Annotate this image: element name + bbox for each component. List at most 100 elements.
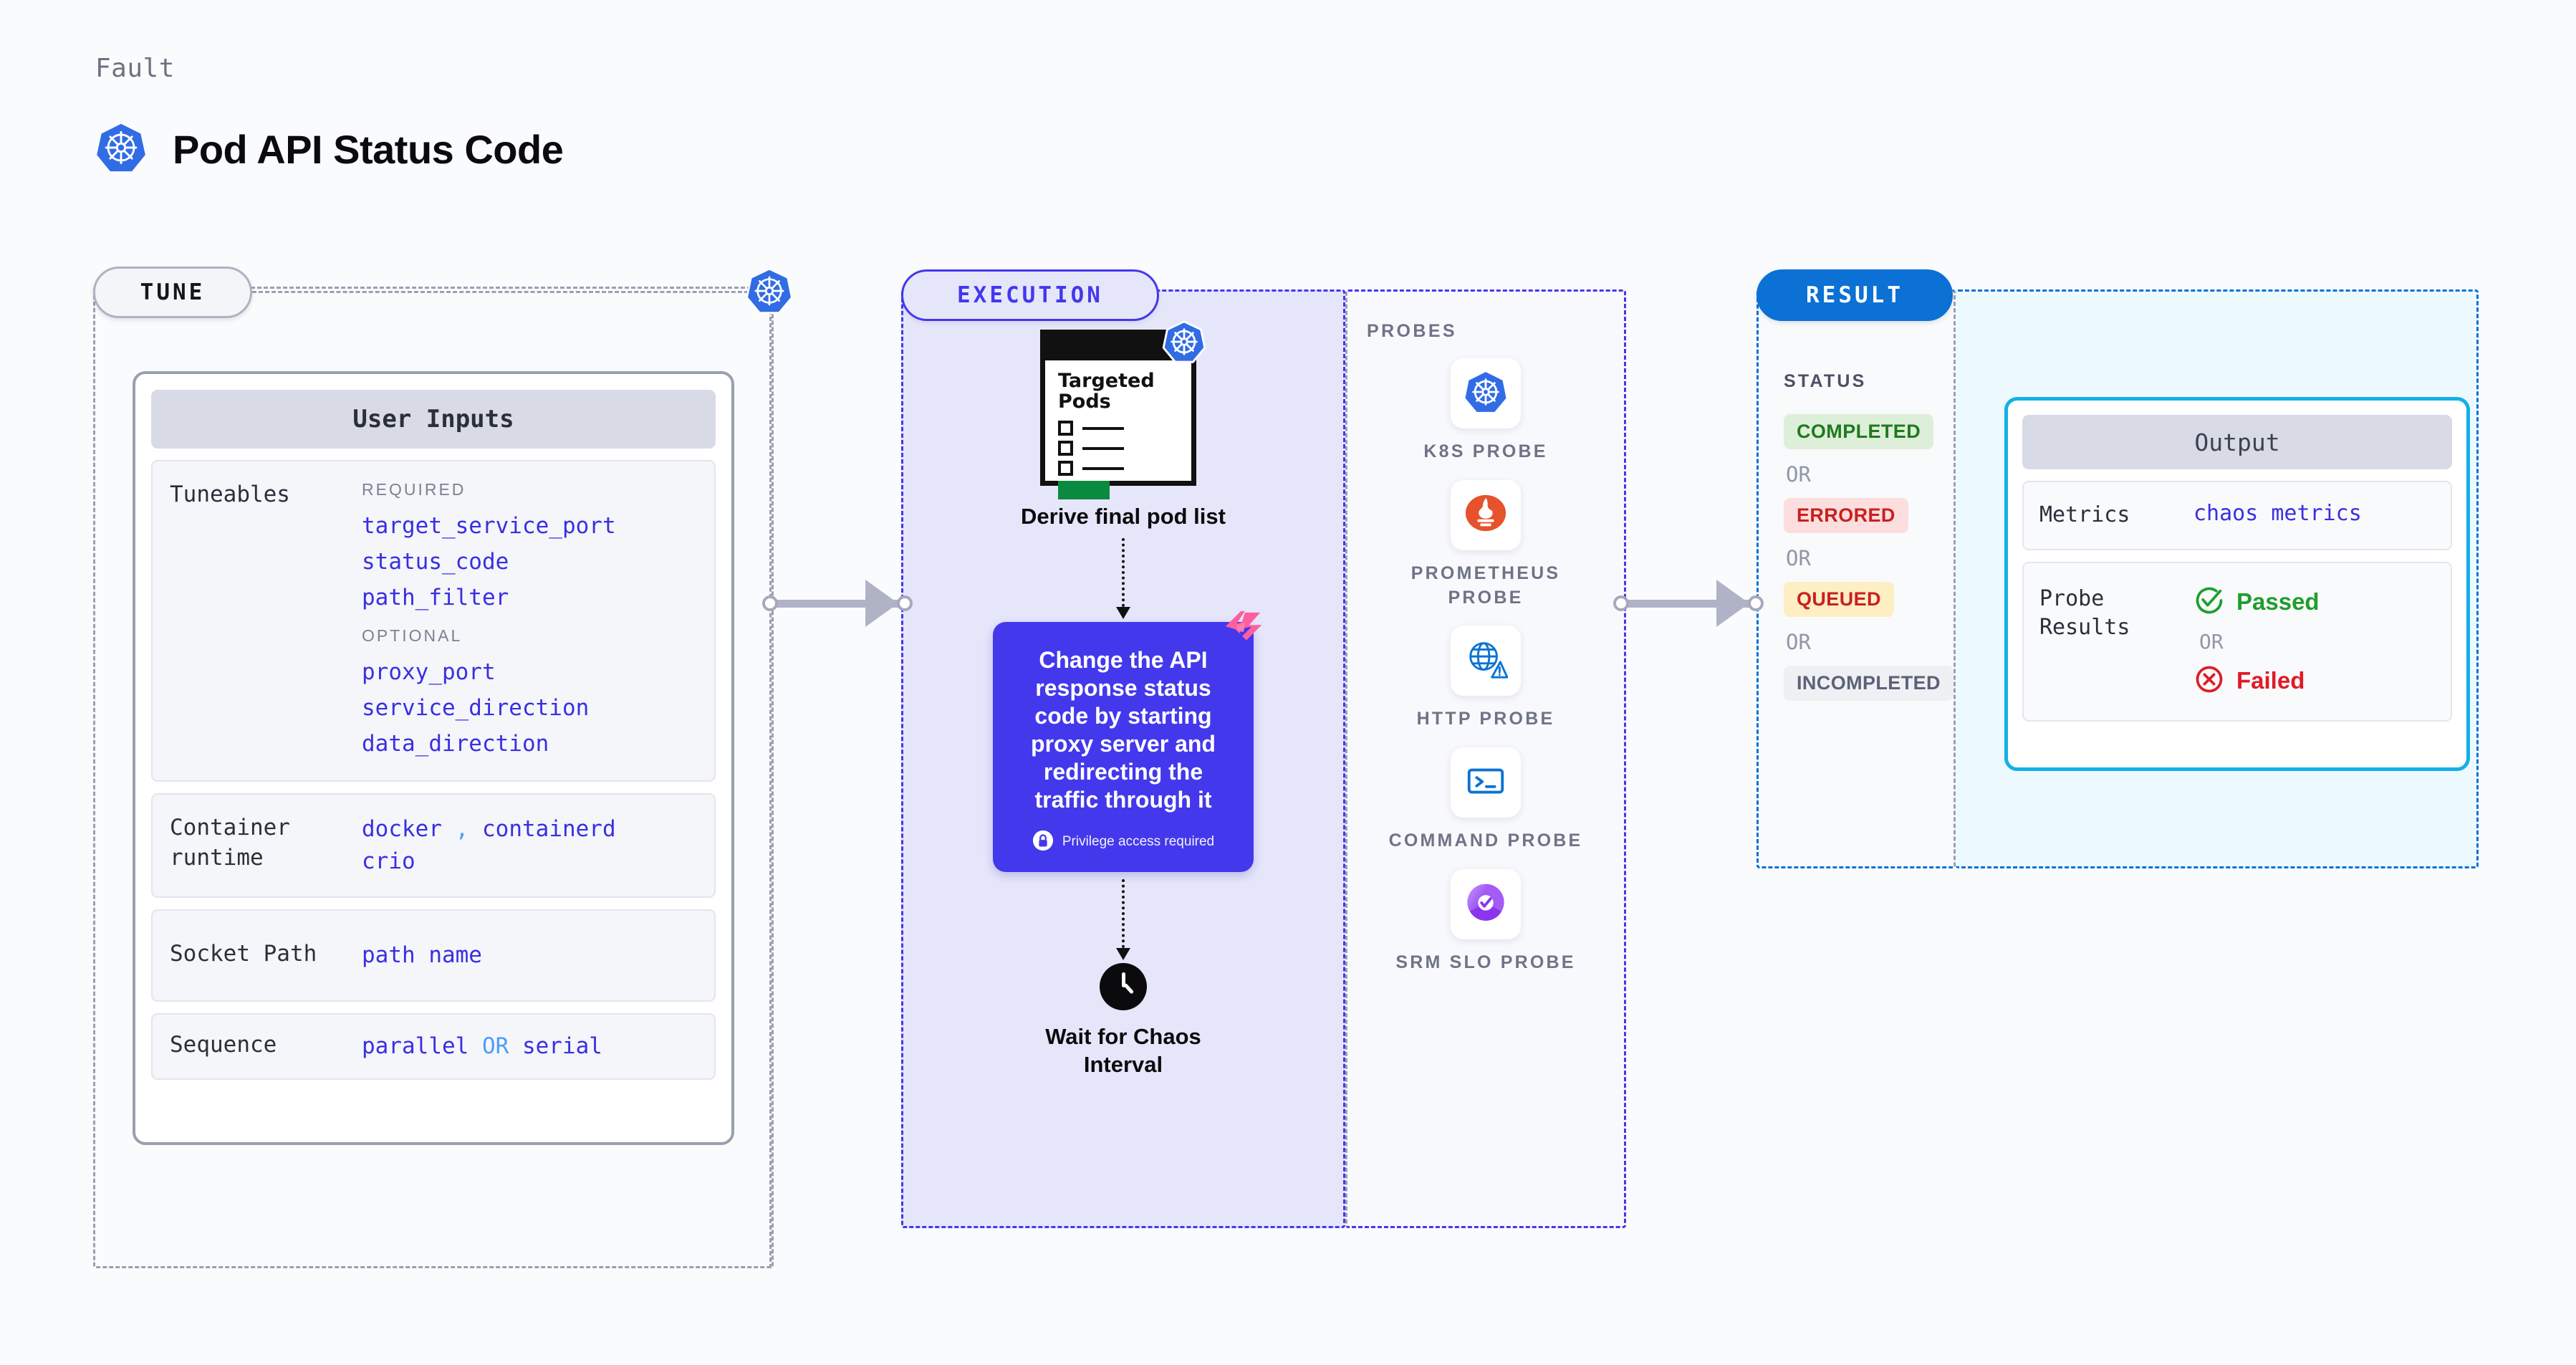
status-or-1: OR [1786, 462, 1811, 487]
x-circle-icon [2193, 664, 2225, 699]
checklist-item [1058, 421, 1191, 436]
tuneable-status-code[interactable]: status_code [362, 549, 509, 575]
sequence-label: Sequence [170, 1032, 277, 1058]
result-stage-outline [1756, 289, 1956, 868]
probe-item-http[interactable]: HTTP PROBE [1378, 626, 1593, 732]
prometheus-icon [1464, 491, 1508, 539]
connector-arrow-execution-to-result [1613, 580, 1764, 627]
page-title-row: Pod API Status Code [95, 122, 564, 177]
stage-badge-execution[interactable]: EXECUTION [901, 269, 1159, 321]
output-row-probe-results: Probe Results Passed OR [2022, 561, 2452, 722]
tune-stage-outline [93, 287, 774, 1268]
runtime-docker[interactable]: docker [362, 816, 442, 843]
checklist-item [1058, 461, 1191, 476]
probe-item-srm-slo[interactable]: SRM SLO PROBE [1378, 868, 1593, 975]
tuneables-optional-title: OPTIONAL [362, 626, 463, 645]
status-options-list: COMPLETED OR ERRORED OR QUEUED OR INCOMP… [1784, 414, 1953, 701]
sequence-conjunction: OR [481, 1033, 509, 1060]
probe-result-or: OR [2199, 629, 2224, 653]
arrow-end-dot [1748, 595, 1764, 611]
output-row-metrics: Metrics chaos metrics [2022, 481, 2452, 550]
tuneable-path-filter[interactable]: path_filter [362, 585, 509, 611]
list-rule [1082, 466, 1124, 470]
arrow-shaft [775, 599, 901, 608]
list-rule [1082, 426, 1124, 430]
probe-tile [1451, 868, 1521, 939]
arrow-end-dot [897, 595, 913, 611]
chaos-action-card[interactable]: Change the API response status code by s… [993, 610, 1262, 872]
probes-list: K8S PROBE PROMETHEUS PROBE [1345, 358, 1626, 975]
probe-item-command[interactable]: COMMAND PROBE [1378, 747, 1593, 853]
arrow-head [1716, 580, 1749, 627]
tuneable-service-direction[interactable]: service_direction [362, 694, 590, 721]
output-card-title: Output [2022, 415, 2452, 469]
tune-row-socket-path: Socket Path path name [151, 909, 716, 1002]
arrow-start-dot [762, 595, 778, 611]
kubernetes-icon [1464, 370, 1508, 418]
probe-item-k8s[interactable]: K8S PROBE [1378, 358, 1593, 464]
runtime-containerd[interactable]: containerd [482, 816, 616, 843]
privilege-note-text: Privilege access required [1062, 834, 1215, 850]
checkbox-icon [1058, 421, 1073, 436]
stage-badge-result[interactable]: RESULT [1756, 269, 1953, 321]
flow-arrowhead-2 [1116, 947, 1130, 960]
check-circle-icon [2193, 585, 2225, 620]
arrow-head [865, 580, 898, 627]
arrow-shaft [1626, 599, 1752, 608]
flow-connector-1 [1122, 537, 1125, 607]
status-section-label: STATUS [1784, 371, 1867, 391]
status-badge-incompleted: INCOMPLETED [1784, 666, 1953, 701]
probe-tile [1451, 358, 1521, 428]
execution-step1-caption: Derive final pod list [1021, 504, 1226, 529]
runtime-crio[interactable]: crio [362, 848, 415, 875]
probe-result-passed: Passed [2193, 585, 2320, 620]
fault-kicker: Fault [95, 54, 175, 83]
status-badge-errored: ERRORED [1784, 498, 1908, 533]
targeted-pods-title-line2: Pods [1058, 391, 1111, 413]
srm-slo-icon [1464, 880, 1508, 928]
sequence-parallel[interactable]: parallel [362, 1033, 469, 1060]
probe-label: HTTP PROBE [1416, 709, 1555, 729]
probe-result-failed: Failed [2193, 664, 2320, 699]
metrics-value[interactable]: chaos metrics [2193, 501, 2362, 526]
probe-label: K8S PROBE [1423, 441, 1548, 461]
tune-row-tuneables: Tuneables REQUIRED target_service_port s… [151, 460, 716, 782]
failed-label: Failed [2236, 667, 2305, 694]
tuneables-required-title: REQUIRED [362, 480, 466, 499]
execution-step3-caption-line2: Interval [1083, 1051, 1163, 1077]
progress-bar [1058, 481, 1110, 500]
tuneable-proxy-port[interactable]: proxy_port [362, 658, 496, 685]
runtime-separator: , [455, 816, 469, 843]
probe-tile [1451, 626, 1521, 696]
stage-badge-tune[interactable]: TUNE [93, 267, 252, 318]
page-title: Pod API Status Code [173, 127, 564, 172]
sequence-serial[interactable]: serial [522, 1033, 602, 1060]
flow-connector-2 [1122, 878, 1125, 948]
socket-path-label: Socket Path [170, 941, 317, 967]
clock-icon [1100, 962, 1147, 1010]
tune-top-dashed-connector [252, 291, 768, 293]
tuneable-data-direction[interactable]: data_direction [362, 731, 549, 757]
targeted-pods-icon-group: Targeted Pods [1040, 320, 1206, 500]
privilege-note-row: Privilege access required [1014, 830, 1232, 855]
http-globe-warning-icon [1464, 637, 1509, 685]
list-rule [1082, 446, 1124, 450]
lock-icon [1032, 830, 1054, 855]
checkbox-icon [1058, 461, 1073, 476]
probe-item-prometheus[interactable]: PROMETHEUS PROBE [1378, 479, 1593, 610]
probe-label: COMMAND PROBE [1388, 830, 1583, 851]
probe-label: PROMETHEUS PROBE [1410, 562, 1561, 608]
execution-step3-caption-line1: Wait for Chaos [1045, 1023, 1201, 1049]
flow-arrowhead-1 [1116, 606, 1130, 619]
harness-chaos-icon [1221, 608, 1266, 653]
probe-tile [1451, 479, 1521, 550]
status-or-2: OR [1786, 546, 1811, 570]
chaos-action-description: Change the API response status code by s… [1031, 646, 1216, 813]
kubernetes-icon [95, 122, 147, 177]
socket-path-value[interactable]: path name [362, 942, 482, 969]
tune-right-dashed-edge [769, 291, 772, 1268]
probe-results-label: Probe Results [2039, 585, 2130, 641]
tuneable-target-service-port[interactable]: target_service_port [362, 513, 616, 539]
targeted-pods-checklist [1058, 421, 1191, 500]
execution-flow-column: Targeted Pods [901, 320, 1345, 1078]
